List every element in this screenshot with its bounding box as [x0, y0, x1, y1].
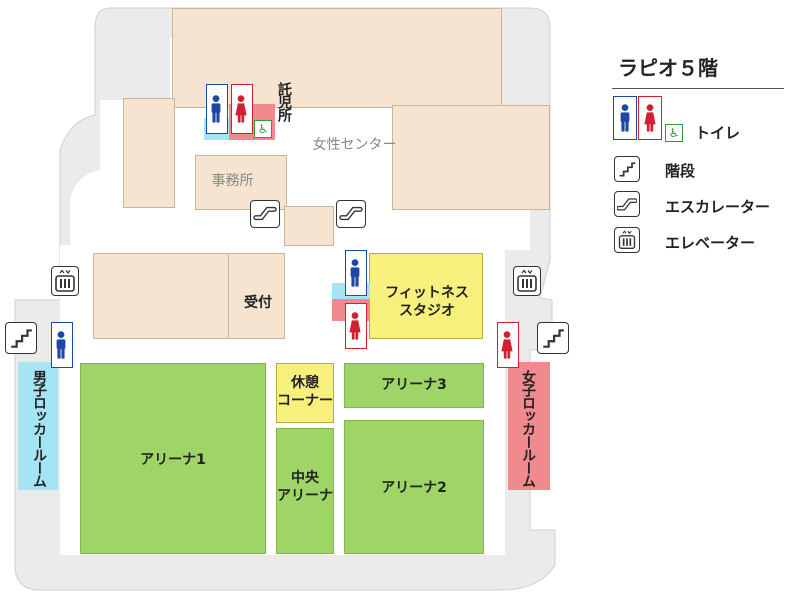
stairs-icon[interactable]	[537, 322, 569, 354]
mens-locker-label: 男子ロッカールーム	[31, 370, 47, 487]
male-toilet-icon	[345, 250, 367, 296]
legend-divider	[612, 88, 784, 89]
male-toilet-icon	[206, 84, 228, 134]
escalator-icon[interactable]	[250, 200, 280, 228]
arena-1-label: アリーナ1	[140, 452, 206, 468]
arena-1	[80, 363, 266, 554]
legend-elevator-label: エレベーター	[665, 234, 756, 252]
escalator-icon	[614, 191, 640, 217]
female-toilet-icon	[497, 322, 519, 368]
office-room	[195, 155, 287, 210]
female-toilet-icon	[345, 303, 367, 349]
accessible-toilet-icon: ♿	[254, 120, 272, 138]
arena-3-label: アリーナ3	[381, 377, 447, 393]
rest-corner-label: 休憩 コーナー	[277, 375, 333, 409]
escalator-icon[interactable]	[336, 200, 366, 228]
female-toilet-icon	[638, 96, 662, 140]
elevator-icon[interactable]	[513, 266, 541, 296]
central-arena	[276, 428, 334, 554]
elevator-icon[interactable]	[51, 266, 79, 296]
rest-corner	[276, 363, 334, 423]
left-room	[123, 98, 175, 208]
childcare-label: 託児所	[276, 82, 292, 121]
stairs-icon	[614, 156, 640, 182]
legend-title: ラピオ５階	[618, 56, 718, 80]
womens-locker-label: 女子ロッカールーム	[520, 370, 536, 487]
female-toilet-icon	[231, 84, 253, 134]
reception-label: 受付	[244, 295, 272, 311]
office-label: 事務所	[211, 173, 254, 189]
stairs-icon[interactable]	[5, 322, 37, 354]
male-toilet-icon	[51, 322, 73, 368]
legend-escalator-label: エスカレーター	[665, 198, 771, 216]
arena-2	[344, 420, 484, 554]
mens-locker-room	[18, 362, 58, 490]
reception-desk	[228, 253, 285, 339]
male-toilet-icon	[613, 96, 637, 140]
fitness-studio-label: フィットネス スタジオ	[385, 285, 469, 319]
central-arena-label: 中央 アリーナ	[277, 470, 333, 504]
accessible-toilet-icon: ♿	[665, 124, 683, 142]
womens-center-label: 女性センター	[312, 137, 397, 153]
legend-stairs-label: 階段	[665, 162, 696, 180]
womens-locker-room	[508, 362, 550, 490]
arena-2-label: アリーナ2	[381, 480, 447, 496]
elevator-icon	[614, 227, 640, 253]
escalator-area	[284, 206, 334, 246]
right-room	[392, 105, 550, 210]
arena-3	[344, 363, 484, 408]
legend-toilet-label: トイレ	[695, 124, 741, 142]
